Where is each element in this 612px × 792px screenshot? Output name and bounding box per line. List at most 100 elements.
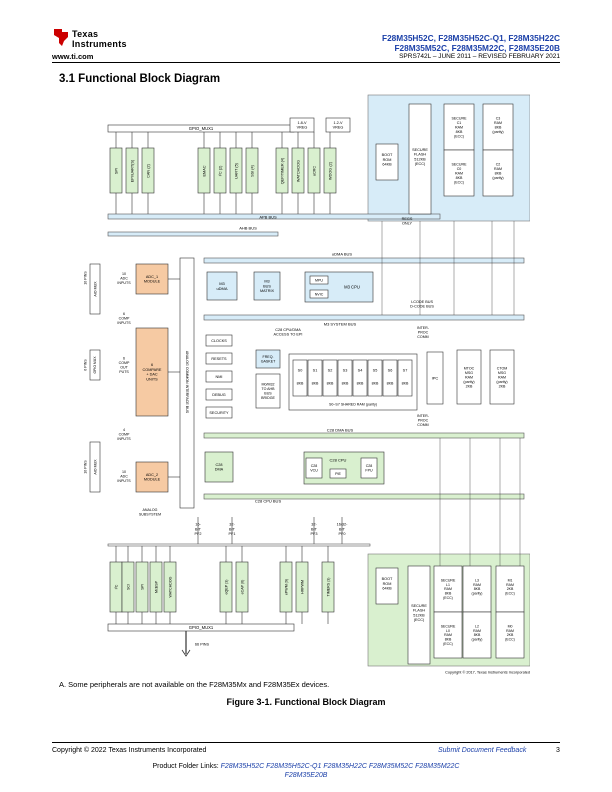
- shared-ram-s1-size: 8KB: [312, 381, 319, 385]
- section-title: 3.1 Functional Block Diagram: [59, 73, 221, 85]
- shared-ram-s7-label: S7: [403, 368, 408, 372]
- sys-block-nmi: [205, 370, 233, 383]
- analog-common-bus-label: ANALOG COMMON INTERFACE BUS: [185, 351, 189, 414]
- peripheral-bottom-7-label: ePWM (9): [284, 579, 288, 595]
- analog-common-bus: [179, 257, 195, 509]
- secure-c1-ram: [443, 103, 475, 151]
- apb-bus: [107, 213, 441, 220]
- m3-system-bus: [203, 314, 525, 321]
- adc1-module: [135, 263, 169, 295]
- peripheral-bottom-1-label: SCI: [126, 584, 130, 590]
- gpio-mux-top-label: GPIO_MUX1: [189, 126, 214, 131]
- aio-mux-bottom: [89, 441, 101, 493]
- peripheral-bottom-5-label: eQEP (3): [224, 580, 228, 595]
- sys-block-resets: [205, 352, 233, 365]
- sixty-six-pins-arrowhead: [181, 649, 191, 657]
- company-name-line2: Instruments: [72, 39, 127, 49]
- bottom-pf-bus: [107, 543, 371, 547]
- ahb-bus: [107, 231, 279, 237]
- secure-c0-ram: [443, 149, 475, 197]
- secure-flash-bottom: [407, 565, 431, 665]
- l2-ram: [462, 611, 492, 659]
- c28-dma: [204, 451, 234, 483]
- aio-mux-mid: [89, 349, 101, 381]
- shared-ram-s7: [397, 359, 413, 397]
- vreg-1v2: [325, 117, 351, 133]
- product-folder-links-line2[interactable]: F28M35E20B: [284, 772, 328, 779]
- mpu-label: MPU: [315, 278, 323, 282]
- apb-bus-label: APB BUS: [259, 214, 277, 219]
- peripheral-top-7-label: QEP/TIMER (4): [280, 157, 284, 184]
- peripheral-top-1-label: EPI/UART(S): [130, 159, 134, 182]
- m3-system-bus-label: M3 SYSTEM BUS: [324, 321, 357, 326]
- c2-ram: [482, 149, 514, 197]
- shared-ram-s6-size: 8KB: [387, 381, 394, 385]
- ipc-block: [426, 351, 444, 405]
- c28-vcu: [305, 457, 323, 479]
- footnote: A. Some peripherals are not available on…: [59, 680, 330, 689]
- mpu: [309, 275, 329, 285]
- boot-rom-top: [375, 143, 399, 181]
- peripheral-top-2-label: CAN (2): [146, 163, 150, 177]
- shared-ram-s4-label: S4: [358, 368, 363, 372]
- website-link[interactable]: www.ti.com: [52, 52, 94, 61]
- freq-gasket-label: FREQ.GASKET: [261, 355, 276, 364]
- product-folder-label: Product Folder Links:: [152, 763, 219, 770]
- freq-gasket: [255, 349, 281, 369]
- peripheral-top-3-label: EMAC: [202, 165, 206, 176]
- document-id: SPRS742L – JUNE 2011 – REVISED FEBRUARY …: [399, 53, 560, 60]
- peripheral-top-9-label: uCRC: [312, 166, 316, 177]
- shared-ram-s3-label: S3: [343, 368, 348, 372]
- submit-feedback-link[interactable]: Submit Document Feedback: [438, 747, 527, 754]
- m3-bus-matrix: [253, 271, 281, 301]
- shared-ram-s6-label: S6: [388, 368, 393, 372]
- sys-block-security: [205, 406, 233, 419]
- c28-dma-bus-label: C28 DMA BUS: [327, 427, 354, 432]
- shared-ram-s5: [367, 359, 383, 397]
- aio-mux-bottom-label: AIO MUX: [93, 459, 97, 475]
- shared-ram-s0-size: 8KB: [297, 381, 304, 385]
- peripheral-top-4-label: I²C (2): [218, 165, 222, 176]
- peripheral-top-10-label: WDOG (2): [328, 161, 332, 180]
- shared-ram-s5-size: 8KB: [372, 381, 379, 385]
- part-numbers-line2: F28M35M52C, F28M35M22C, F28M35E20B: [394, 43, 560, 53]
- ipc-block-label: IPC: [432, 375, 439, 380]
- peripheral-top-6-label: SSI (4): [250, 164, 254, 177]
- shared-ram-s7-size: 8KB: [402, 381, 409, 385]
- pie-block: [329, 468, 347, 479]
- c28-cpu-bus: [203, 493, 525, 500]
- peripheral-bottom-8-label: HRPWM: [300, 580, 304, 594]
- l3-ram: [462, 565, 492, 613]
- gpio-mux-bottom: [107, 623, 295, 632]
- m3-cpu-label: M3 CPU: [344, 284, 360, 289]
- ten-pins-bottom-label: 10 PINS: [83, 460, 87, 474]
- product-folder-links[interactable]: F28M35H52C F28M35H52C-Q1 F28M35H22C F28M…: [220, 763, 460, 770]
- peripheral-bottom-6-label: eCAP (6): [240, 580, 244, 595]
- adc2-module: [135, 461, 169, 493]
- c28-cpu-bus-label: C28 CPU BUS: [255, 498, 282, 503]
- aio-mux-top: [89, 263, 101, 315]
